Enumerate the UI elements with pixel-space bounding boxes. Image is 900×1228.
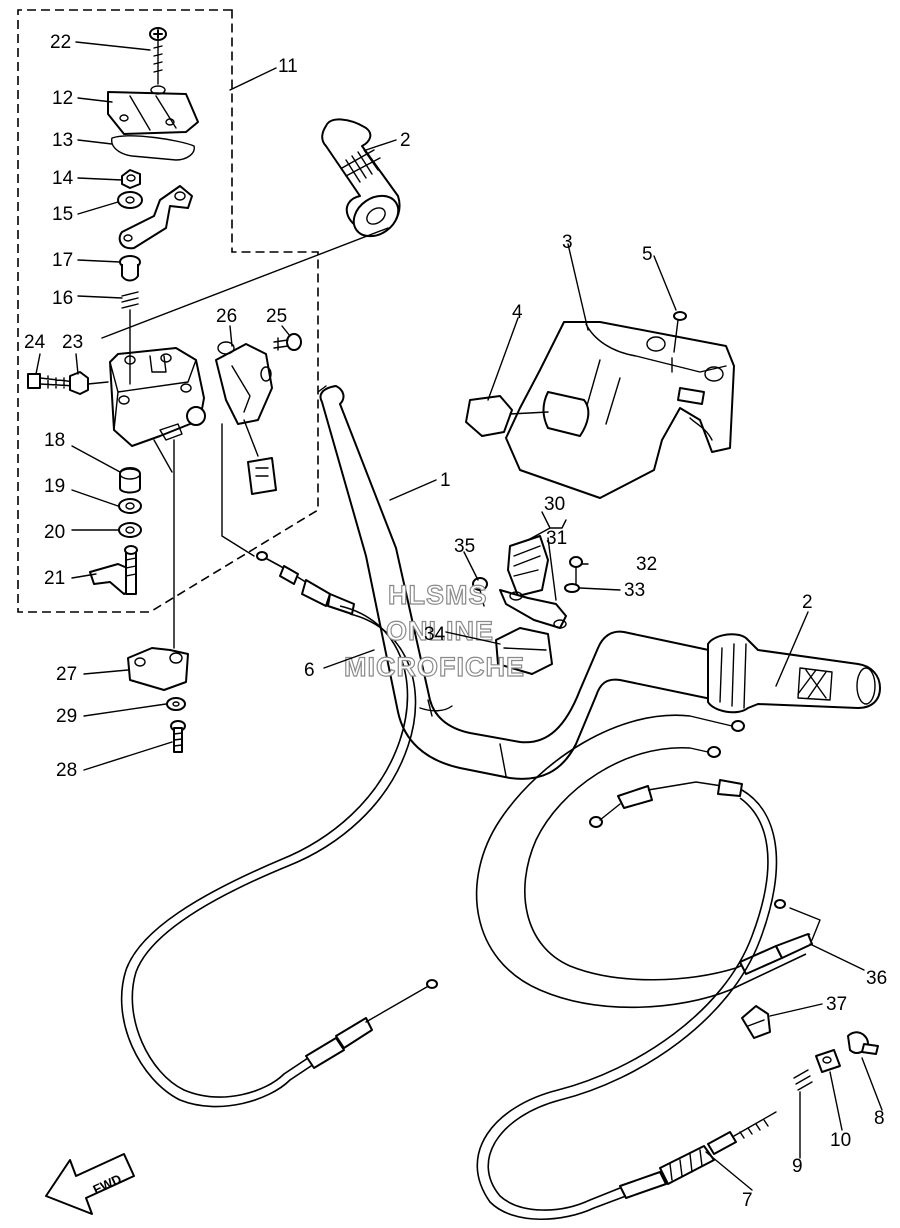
callout-17: 17 [52, 250, 73, 271]
housing-leader-e [317, 385, 327, 393]
callout-26: 26 [216, 306, 237, 327]
screw-35 [472, 577, 488, 607]
callout-32: 32 [636, 554, 657, 575]
housing-leader-c [221, 423, 255, 557]
switch-housing [215, 341, 277, 495]
callout-30: 30 [544, 494, 565, 515]
callout-numbers: 22 11 12 13 14 15 17 16 24 23 26 25 18 1… [24, 32, 887, 1211]
screw-25 [273, 333, 302, 351]
callout-33: 33 [624, 580, 645, 601]
pivot-bolt-21 [89, 545, 138, 595]
collar-10 [815, 1049, 841, 1073]
lever-cable [476, 779, 778, 1221]
callout-31: 31 [546, 528, 567, 549]
callout-23: 23 [62, 332, 83, 353]
callout-36: 36 [866, 968, 887, 989]
forward-direction-arrow: FWD [45, 1153, 135, 1215]
nut-8 [847, 1031, 879, 1055]
watermark-line-1: HLSMS [388, 580, 488, 610]
washer-15 [117, 191, 143, 209]
callout-24: 24 [24, 332, 46, 353]
handlebar [319, 385, 719, 780]
callout-37: 37 [826, 994, 847, 1015]
callout-34: 34 [424, 624, 446, 645]
throttle-lever [118, 185, 193, 250]
nut-23 [69, 371, 109, 395]
spring-9 [793, 1069, 813, 1091]
throttle-housing [109, 347, 206, 447]
handlebar-cover [505, 321, 735, 499]
callout-3: 3 [562, 232, 573, 253]
spring-16 [121, 291, 139, 309]
kill-switch-30 [507, 535, 549, 597]
callout-11: 11 [278, 56, 298, 77]
screw-32 [569, 556, 583, 587]
washer-29 [166, 697, 186, 711]
bracket-27 [127, 647, 189, 691]
callout-21: 21 [44, 568, 65, 589]
watermark-line-3: MICROFICHE [344, 652, 525, 682]
cable-clamp-37 [741, 1005, 771, 1039]
switch-bracket-34 [495, 627, 553, 675]
callout-8: 8 [874, 1108, 885, 1129]
throttle-cover [107, 85, 199, 135]
brake-cable [475, 714, 821, 1009]
washer-33 [564, 583, 580, 593]
callout-15: 15 [52, 204, 73, 225]
callout-25: 25 [266, 306, 287, 327]
throttle-screw [149, 27, 167, 85]
callout-4: 4 [512, 302, 523, 323]
callout-6: 6 [304, 660, 315, 681]
right-grip [707, 633, 881, 714]
watermark-line-2: ONLINE [386, 616, 494, 646]
cover-rivet [673, 311, 687, 353]
switch-holder-31 [499, 589, 567, 629]
callout-9: 9 [792, 1156, 803, 1177]
nut-14 [121, 169, 141, 189]
callout-20: 20 [44, 522, 65, 543]
subassembly-boundary [17, 9, 319, 613]
callout-35: 35 [454, 536, 475, 557]
bolt-28 [170, 720, 186, 753]
leader-lines [35, 41, 883, 1191]
callout-14: 14 [52, 168, 74, 189]
callout-7: 7 [742, 1190, 753, 1211]
callout-19: 19 [44, 476, 65, 497]
callout-1: 1 [440, 470, 451, 491]
callout-16: 16 [52, 288, 73, 309]
callout-22: 22 [50, 32, 71, 53]
callout-29: 29 [56, 706, 77, 727]
callout-18: 18 [44, 430, 65, 451]
callout-13: 13 [52, 130, 73, 151]
cover-gasket [111, 135, 195, 161]
callout-28: 28 [56, 760, 77, 781]
callout-27: 27 [56, 664, 77, 685]
callout-2-right: 2 [802, 592, 813, 613]
left-grip [101, 118, 401, 339]
throttle-cable [120, 551, 438, 1108]
collar-17 [119, 255, 141, 282]
bolt-24 [27, 373, 77, 389]
cover-emblem [465, 395, 549, 437]
collar-18 [119, 467, 141, 494]
callout-2-left: 2 [400, 130, 411, 151]
housing-leader-b [153, 439, 173, 473]
callout-5: 5 [642, 244, 653, 265]
washer-19 [118, 498, 142, 514]
callout-12: 12 [52, 88, 73, 109]
callout-10: 10 [830, 1130, 851, 1151]
washer-20 [118, 522, 142, 538]
